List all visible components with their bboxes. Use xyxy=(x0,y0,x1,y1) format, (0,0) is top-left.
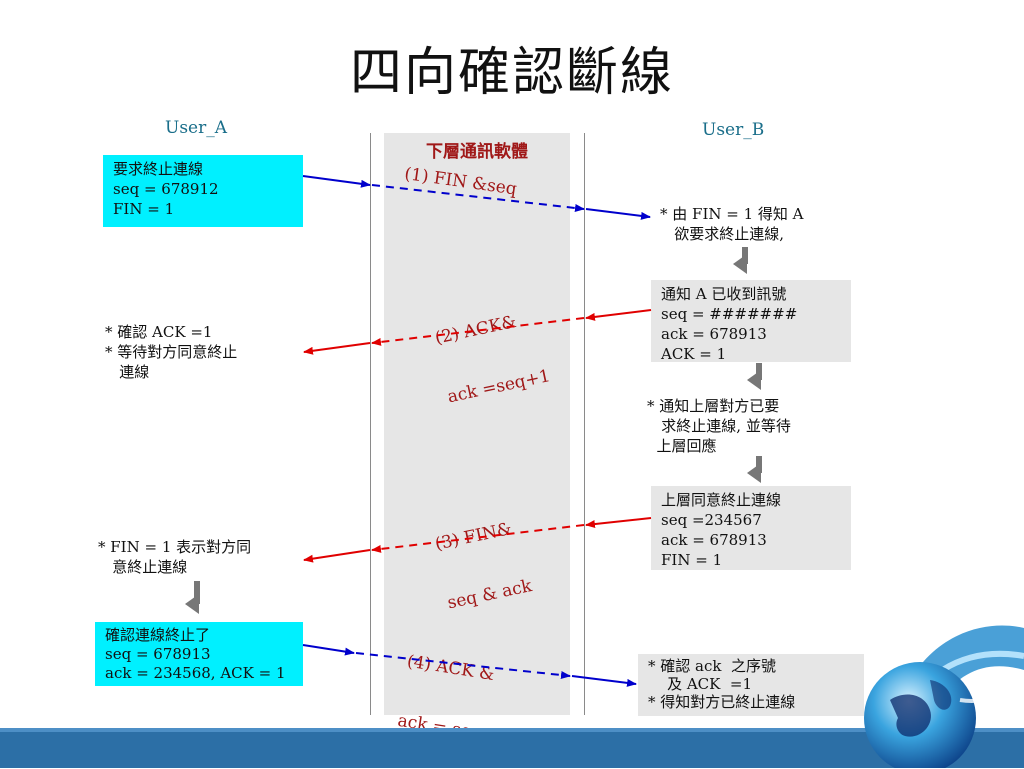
close-confirm-box: 確認連線終止了 seq = 678913 ack = 234568, ACK =… xyxy=(95,622,303,686)
notify-upper-note: * 通知上層對方已要 求終止連線, 並等待 上層回應 xyxy=(647,396,791,456)
fin-meaning-note: * FIN = 1 表示對方同 意終止連線 xyxy=(98,537,251,577)
box-line: FIN = 1 xyxy=(661,551,723,569)
box-line: seq = 678912 xyxy=(113,180,219,198)
box-line: 上層同意終止連線 xyxy=(661,491,782,509)
step2-arrow xyxy=(303,309,652,355)
note-line: 意終止連線 xyxy=(98,558,188,576)
network-layer-label: 下層通訊軟體 xyxy=(426,142,528,162)
note-line: 連線 xyxy=(105,363,150,381)
box-line: 確認連線終止了 xyxy=(105,626,211,644)
globe-logo-icon xyxy=(864,625,1024,768)
box-line: 要求終止連線 xyxy=(113,160,204,178)
fin-request-box: 要求終止連線 seq = 678912 FIN = 1 xyxy=(103,155,303,227)
box-line: FIN = 1 xyxy=(113,200,175,218)
note-line: 求終止連線, 並等待 xyxy=(647,417,791,435)
note-line: * 等待對方同意終止 xyxy=(105,343,238,361)
ack-confirm-note: * 確認 ACK =1 * 等待對方同意終止 連線 xyxy=(105,322,237,382)
upper-agree-box: 上層同意終止連線 seq =234567 ack = 678913 FIN = … xyxy=(651,486,851,570)
fin-received-note: * 由 FIN = 1 得知 A 欲要求終止連線, xyxy=(660,204,804,244)
slide-title: 四向確認斷線 xyxy=(349,43,674,103)
box-line: ack = 678913 xyxy=(661,325,767,343)
ack-final-box: * 確認 ack 之序號 及 ACK =1 * 得知對方已終止連線 xyxy=(638,654,864,716)
note-line: * 確認 ACK =1 xyxy=(105,323,213,341)
left-divider xyxy=(370,133,371,715)
user-a-label: User_A xyxy=(165,118,228,138)
step1-arrow xyxy=(302,175,651,220)
box-line: 通知 A 已收到訊號 xyxy=(661,285,787,303)
box-line: seq = 678913 xyxy=(105,645,211,663)
note-line: * 通知上層對方已要 xyxy=(647,397,780,415)
box-line: ack = 678913 xyxy=(661,531,767,549)
box-line: seq =234567 xyxy=(661,511,762,529)
box-line: seq = ####### xyxy=(661,305,798,323)
step4-arrow xyxy=(302,644,637,687)
box-line: * 得知對方已終止連線 xyxy=(648,693,796,711)
box-line: ACK = 1 xyxy=(661,345,727,363)
note-line: * FIN = 1 表示對方同 xyxy=(98,538,252,556)
network-layer-band xyxy=(384,133,570,715)
bottom-bar xyxy=(0,728,1024,768)
ack-reply-box: 通知 A 已收到訊號 seq = ####### ack = 678913 AC… xyxy=(651,280,851,363)
box-line: * 確認 ack 之序號 xyxy=(648,657,777,675)
step3-arrow xyxy=(303,517,652,563)
box-line: 及 ACK =1 xyxy=(648,675,753,693)
note-line: 上層回應 xyxy=(647,437,717,455)
note-line: * 由 FIN = 1 得知 A xyxy=(660,205,804,223)
box-line: ack = 234568, ACK = 1 xyxy=(105,664,286,682)
user-b-label: User_B xyxy=(702,120,765,140)
note-line: 欲要求終止連線, xyxy=(660,225,785,243)
right-divider xyxy=(584,133,585,715)
